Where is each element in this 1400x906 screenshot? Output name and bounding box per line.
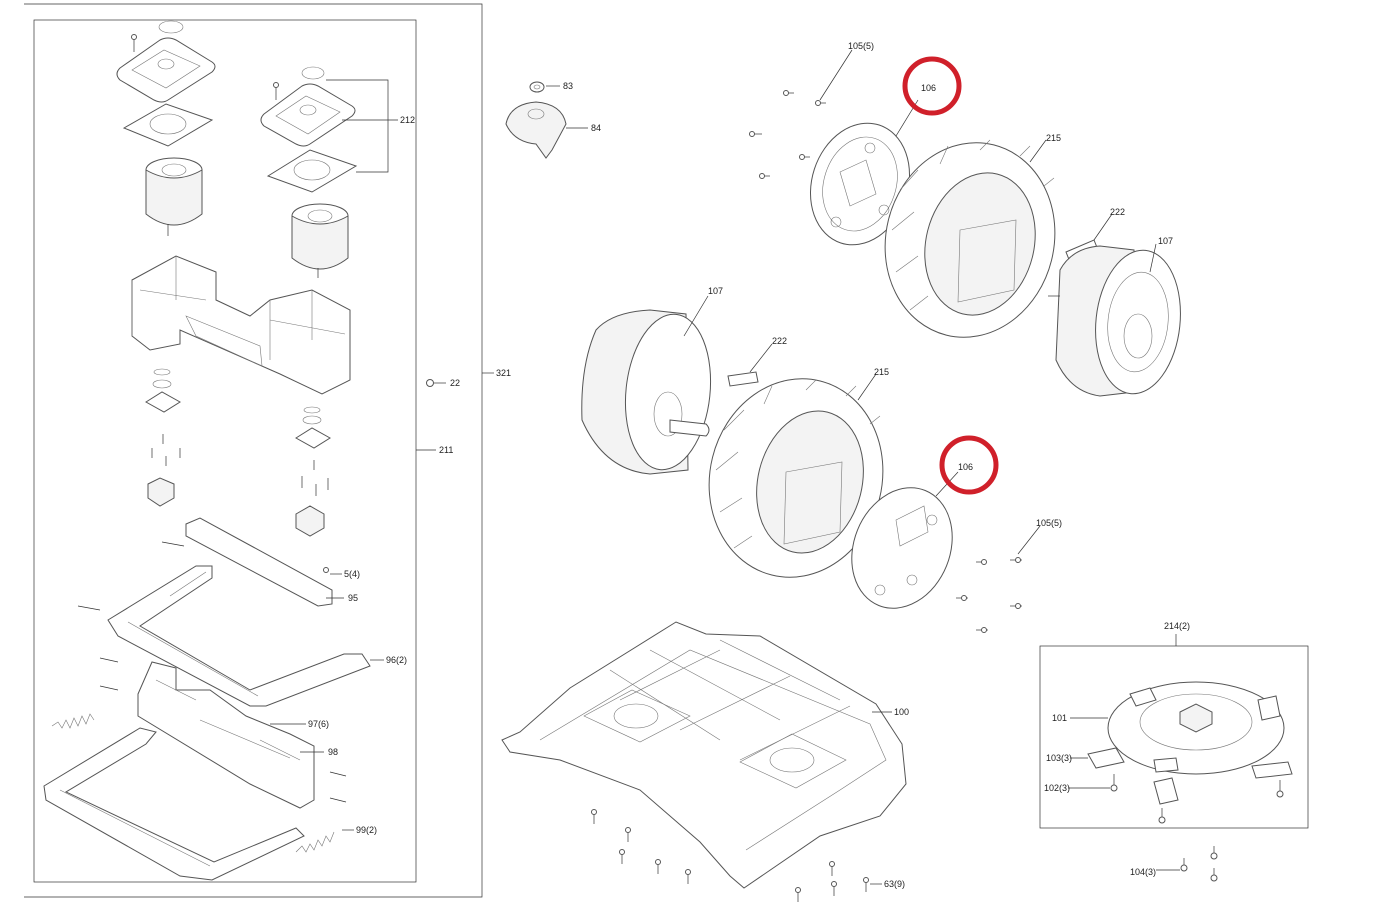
motor-cover-plate-1 xyxy=(116,20,216,147)
tire-upper xyxy=(884,139,1056,338)
callout-101: 101 xyxy=(1052,713,1067,723)
motor-cover-plate-2 xyxy=(260,66,398,193)
tension-springs xyxy=(51,713,354,853)
callout-106-upper: 106 xyxy=(921,83,936,93)
drive-cap xyxy=(505,101,588,159)
callout-22: 22 xyxy=(450,378,460,388)
tire-lower xyxy=(708,373,884,578)
disc-mount-screws xyxy=(1156,846,1218,882)
callout-83: 83 xyxy=(563,81,573,91)
callout-106-lower: 106 xyxy=(958,462,973,472)
callout-222-lower: 222 xyxy=(772,336,787,346)
callout-63-9: 63(9) xyxy=(884,879,905,889)
callout-214-2: 214(2) xyxy=(1164,621,1190,631)
screws-lower-wheel-cover xyxy=(956,525,1041,633)
frame-callout-lines xyxy=(416,372,494,451)
guide-rail xyxy=(185,517,344,607)
highlight-circle-106-lower xyxy=(939,435,999,495)
callout-5-4: 5(4) xyxy=(344,569,360,579)
mount-washers-and-bushings xyxy=(145,368,331,537)
highlight-circle-106-upper xyxy=(902,56,962,116)
callout-96-2: 96(2) xyxy=(386,655,407,665)
callout-211: 211 xyxy=(439,445,453,455)
wheel-motor-hub-lower xyxy=(581,295,712,475)
blade-disc xyxy=(1070,681,1285,775)
callout-102-3: 102(3) xyxy=(1044,783,1070,793)
callout-321: 321 xyxy=(496,368,511,378)
pinion-gear xyxy=(529,81,560,93)
motor-housing-bracket xyxy=(131,255,351,395)
callout-222-upper: 222 xyxy=(1110,207,1125,217)
left-assembly-frame xyxy=(24,3,483,898)
callout-84: 84 xyxy=(591,123,601,133)
callout-215-lower: 215 xyxy=(874,367,889,377)
wheel-motor-hub-upper xyxy=(1048,243,1181,397)
callout-98: 98 xyxy=(328,747,338,757)
callout-104-3: 104(3) xyxy=(1130,867,1156,877)
blade-disc-frame xyxy=(1039,634,1309,829)
chassis-base-tray xyxy=(501,621,907,889)
drive-motor-1 xyxy=(145,157,203,236)
cutting-blades xyxy=(1070,747,1293,805)
callout-107-lower: 107 xyxy=(708,286,723,296)
base-tray-screws xyxy=(591,809,882,902)
upper-chassis-frame xyxy=(77,541,384,707)
drive-motor-2 xyxy=(291,203,349,278)
blade-screws xyxy=(1068,774,1284,824)
lower-chassis-and-holder xyxy=(43,657,347,881)
callout-215-upper: 215 xyxy=(1046,133,1061,143)
callout-212: 212 xyxy=(400,115,415,125)
callout-99-2: 99(2) xyxy=(356,825,377,835)
wheel-hub-cover-upper xyxy=(809,99,919,246)
callout-105-5-lower: 105(5) xyxy=(1036,518,1062,528)
callout-97-6: 97(6) xyxy=(308,719,329,729)
callout-103-3: 103(3) xyxy=(1046,753,1072,763)
callout-107-upper: 107 xyxy=(1158,236,1173,246)
callout-100: 100 xyxy=(894,707,909,717)
callout-105-5-upper: 105(5) xyxy=(848,41,874,51)
label-sticker-lower xyxy=(727,343,773,387)
screws-upper-wheel-cover xyxy=(749,49,853,179)
callout-95: 95 xyxy=(348,593,358,603)
